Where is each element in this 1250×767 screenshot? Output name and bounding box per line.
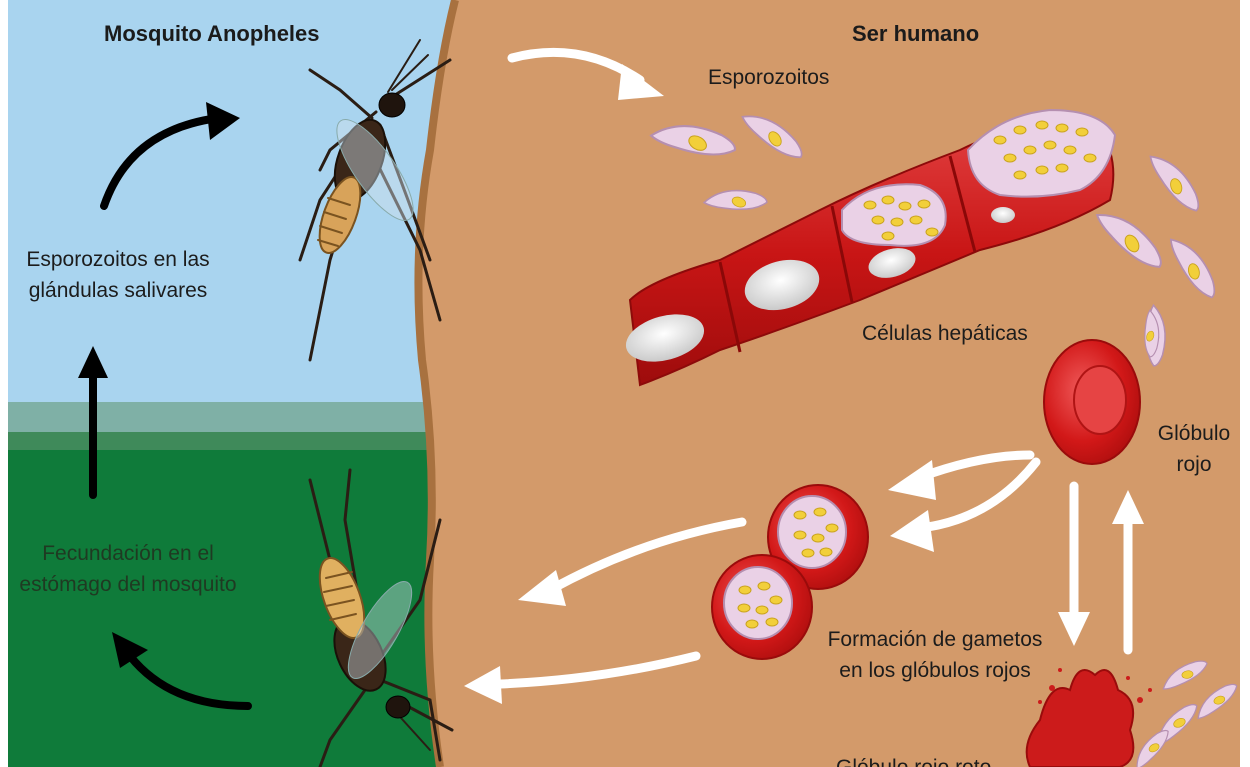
salivary-glands-label: Esporozoitos en las glándulas salivares [18, 244, 218, 306]
broken-red-cell-label: Glóbulo rojo roto [836, 752, 991, 767]
human-panel-title: Ser humano [852, 18, 979, 49]
liver-cells-label: Células hepáticas [862, 318, 1028, 349]
fertilization-label-line1: Fecundación en el [8, 538, 248, 569]
red-blood-cell-label: Glóbulo rojo [1152, 418, 1236, 480]
mosquito-panel-title: Mosquito Anopheles [104, 18, 320, 49]
salivary-glands-label-line1: Esporozoitos en las [18, 244, 218, 275]
salivary-glands-label-line2: glándulas salivares [18, 275, 218, 306]
gametes-formation-label-line1: Formación de gametos [818, 624, 1052, 655]
fertilization-label-line2: estómago del mosquito [8, 569, 248, 600]
fertilization-label: Fecundación en el estómago del mosquito [8, 538, 248, 600]
gametes-formation-label-line2: en los glóbulos rojos [818, 655, 1052, 686]
sporozoites-label: Esporozoitos [708, 62, 829, 93]
red-blood-cell-label-line1: Glóbulo [1152, 418, 1236, 449]
red-blood-cell-label-line2: rojo [1152, 449, 1236, 480]
gametes-formation-label: Formación de gametos en los glóbulos roj… [818, 624, 1052, 686]
